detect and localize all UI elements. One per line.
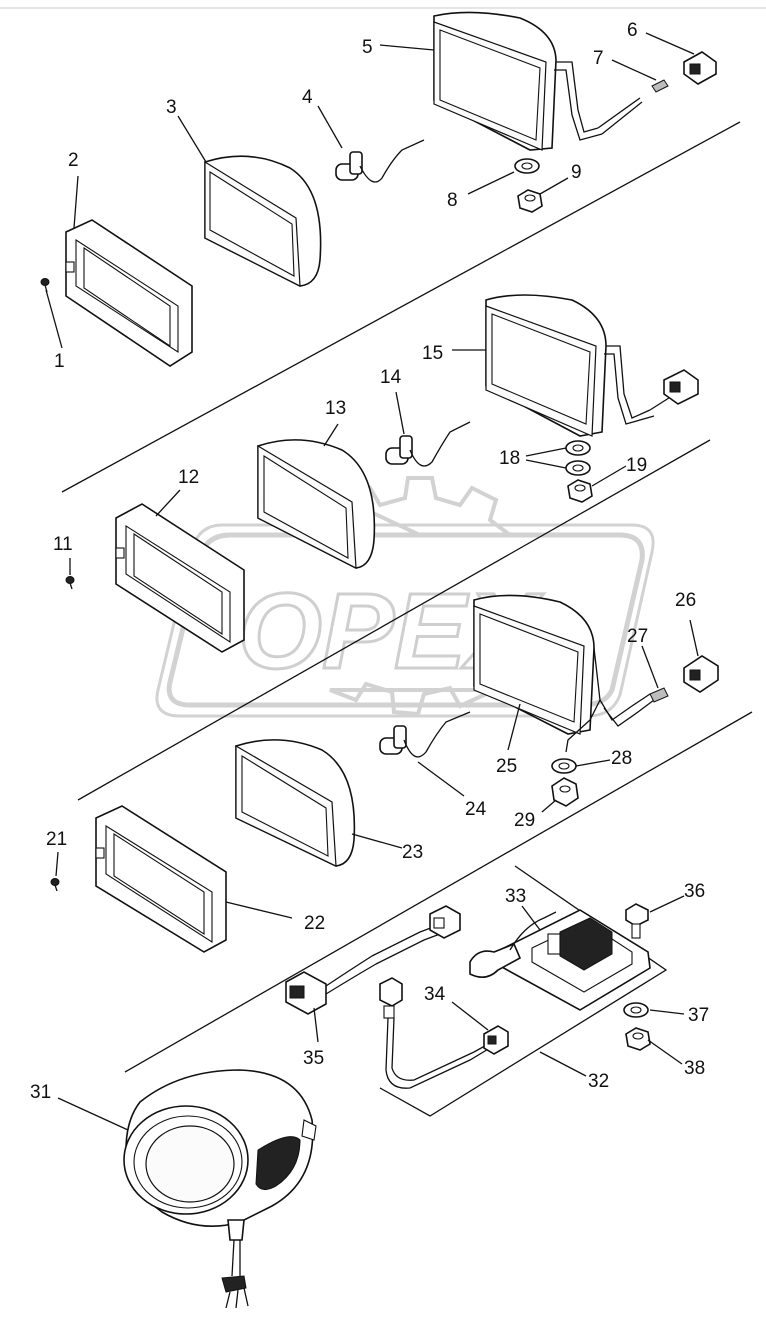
- callout-15: 15: [422, 343, 443, 364]
- lamp-lens-part: [204, 155, 322, 288]
- screw-part: [40, 278, 50, 293]
- connector-part: [683, 51, 717, 85]
- terminal-part: [649, 687, 669, 703]
- bulb-part: [385, 421, 471, 467]
- terminal-part: [651, 79, 669, 93]
- callout-34: 34: [424, 984, 446, 1005]
- callout-6: 6: [627, 20, 638, 41]
- callout-23: 23: [402, 842, 423, 863]
- washer-part: [514, 158, 540, 174]
- group-divider-3: [124, 711, 753, 1073]
- lamp-lens-part: [257, 439, 376, 570]
- adapter-harness-part: [285, 905, 461, 1015]
- work-lamp-part: [485, 294, 673, 437]
- harness-connector: [663, 369, 699, 405]
- callout-labels: 1 2 3 4 5 6 7 8 9 11 12 13 14 15 18 19 2…: [30, 20, 709, 1103]
- callout-29: 29: [514, 810, 535, 831]
- callout-11: 11: [53, 534, 73, 555]
- callout-2: 2: [68, 150, 79, 171]
- bulb-part: [335, 139, 425, 183]
- callout-1: 1: [54, 351, 65, 372]
- callout-26: 26: [675, 590, 696, 611]
- callout-4: 4: [302, 87, 313, 108]
- bezel-part: [115, 503, 245, 653]
- callout-5: 5: [362, 37, 373, 58]
- callout-32: 32: [588, 1071, 609, 1092]
- group-divider-2: [77, 439, 711, 801]
- bolt-part: [625, 903, 649, 939]
- callout-12: 12: [178, 467, 199, 488]
- nut-part: [625, 1027, 651, 1051]
- work-lamp-part: [433, 11, 643, 151]
- callout-37: 37: [688, 1005, 709, 1026]
- washer-part: [551, 758, 577, 774]
- nut-part: [567, 479, 593, 503]
- screw-part: [50, 878, 60, 892]
- group-divider-1: [61, 121, 741, 493]
- callout-21: 21: [46, 829, 67, 850]
- callout-19: 19: [626, 455, 647, 476]
- callout-22: 22: [304, 913, 325, 934]
- bulb-part: [379, 711, 471, 758]
- connector-part: [683, 655, 719, 693]
- callout-36: 36: [684, 881, 705, 902]
- callout-27: 27: [627, 626, 648, 647]
- callout-38: 38: [684, 1058, 705, 1079]
- screw-part: [65, 576, 75, 590]
- callout-24: 24: [465, 799, 487, 820]
- callout-13: 13: [325, 398, 346, 419]
- control-module-part: [469, 909, 651, 1011]
- callout-25: 25: [496, 756, 517, 777]
- callout-28: 28: [611, 748, 632, 769]
- bezel-part: [95, 805, 227, 953]
- nut-part: [551, 777, 579, 807]
- callout-18: 18: [499, 448, 520, 469]
- lamp-lens-part: [235, 739, 356, 867]
- callout-9: 9: [571, 162, 582, 183]
- washer-part: [623, 1002, 649, 1018]
- washer-part: [565, 440, 591, 476]
- callout-31: 31: [30, 1082, 51, 1103]
- callout-33: 33: [505, 886, 526, 907]
- oval-work-lamp-part: [123, 1069, 317, 1309]
- callout-8: 8: [447, 190, 458, 211]
- callout-14: 14: [380, 367, 402, 388]
- bezel-part: [65, 219, 193, 367]
- callout-35: 35: [303, 1048, 324, 1069]
- callout-7: 7: [593, 48, 604, 69]
- callout-3: 3: [166, 97, 177, 118]
- work-lamp-part: [473, 594, 655, 753]
- wiring-harness-part: [379, 977, 509, 1089]
- leader-lines: [45, 32, 699, 1131]
- nut-part: [517, 189, 543, 213]
